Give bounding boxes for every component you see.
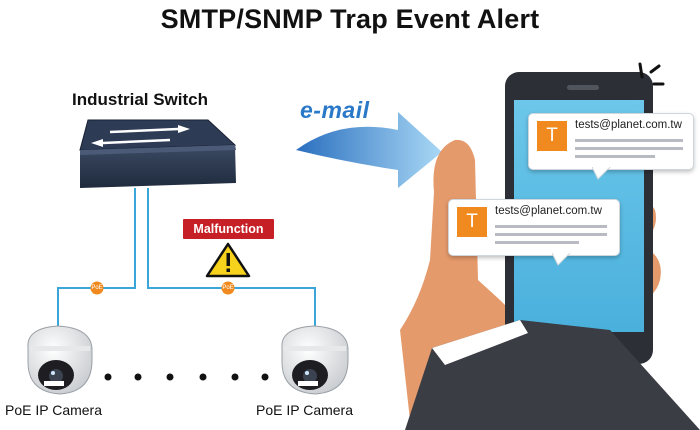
notification-tail — [592, 167, 611, 180]
poe-badge-left — [90, 281, 104, 295]
avatar: T — [457, 207, 487, 237]
notification-card[interactable]: T tests@planet.com.tw — [448, 199, 620, 256]
page-title: SMTP/SNMP Trap Event Alert — [160, 4, 540, 34]
camera-label: PoE IP Camera — [256, 402, 354, 418]
sleeve-shape — [405, 320, 700, 430]
text-placeholder-line — [495, 233, 607, 236]
text-placeholder-line — [575, 147, 683, 150]
email-label: e-mail — [300, 97, 370, 123]
camera-label: PoE IP Camera — [5, 402, 103, 418]
text-placeholder-line — [575, 139, 683, 142]
notification-sender: tests@planet.com.tw — [575, 119, 682, 131]
link-lines — [57, 188, 316, 330]
poe-badge-label-left: PoE — [91, 285, 103, 291]
dome-camera-icon — [27, 325, 93, 395]
network-switch-icon — [79, 119, 237, 188]
text-placeholder-line — [495, 225, 607, 228]
avatar: T — [537, 121, 567, 151]
switch-label: Industrial Switch — [71, 90, 209, 109]
warning-icon — [205, 242, 251, 278]
poe-badge-right — [221, 281, 235, 295]
notification-tail — [552, 253, 571, 266]
malfunction-badge: Malfunction — [183, 219, 274, 239]
text-placeholder-line — [575, 155, 655, 158]
arrow-icon — [296, 112, 442, 188]
text-placeholder-line — [495, 241, 579, 244]
dome-camera-icon — [281, 325, 349, 395]
ring-marks — [638, 62, 665, 86]
poe-badge-label-right: PoE — [222, 285, 234, 291]
ellipsis-dots — [104, 373, 269, 381]
notification-card[interactable]: T tests@planet.com.tw — [528, 113, 694, 170]
notification-sender: tests@planet.com.tw — [495, 205, 602, 217]
